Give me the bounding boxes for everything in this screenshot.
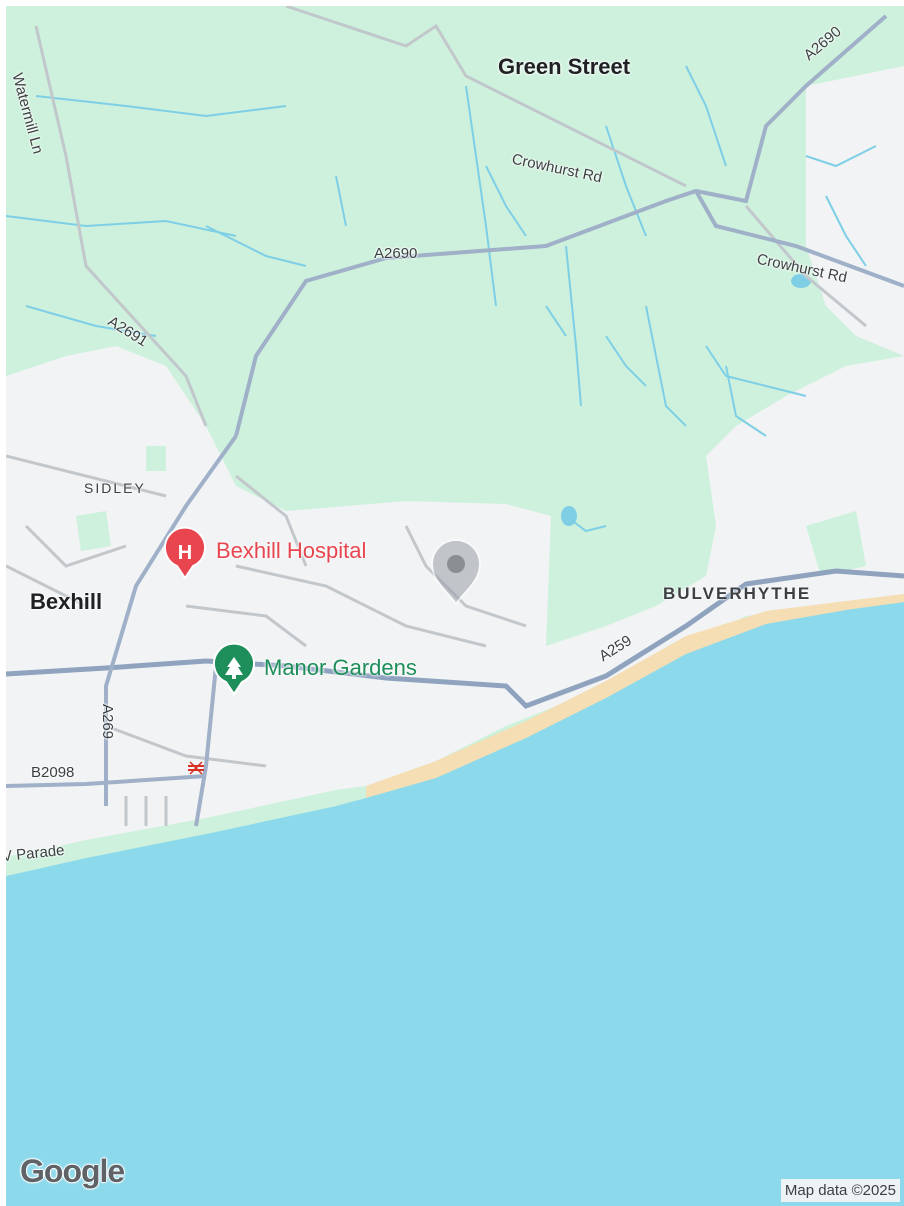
park-sidley [76,511,111,551]
svg-text:H: H [178,542,192,564]
map-attribution[interactable]: Map data ©2025 [780,1179,900,1202]
minor-roads [6,6,867,826]
beach-shore [6,786,366,876]
poi-label-manor-gardens[interactable]: Manor Gardens [264,655,417,680]
hospital-icon: H [164,526,206,580]
road-label-a2690: A2690 [374,245,418,262]
tree-icon [213,642,255,696]
park-green [146,446,166,471]
location-pin-icon [430,539,482,606]
district-label-sidley[interactable]: SIDLEY [84,480,146,496]
google-logo: Google [20,1153,125,1189]
place-label-green-street[interactable]: Green Street [498,54,631,79]
map-canvas[interactable]: H [6,6,904,1206]
major-roads [6,568,904,709]
pond [561,506,577,526]
rail-station-icon [188,761,204,775]
place-label-bexhill[interactable]: Bexhill [30,589,103,614]
urban-area-east [806,66,904,356]
road-label-b2098: B2098 [31,764,75,781]
road-label-a269: A269 [99,703,117,740]
sea [6,598,904,1206]
a-roads [6,14,904,827]
district-label-bulverhythe[interactable]: BULVERHYTHE [663,584,812,603]
park-hill [806,511,866,576]
poi-label-bexhill-hospital[interactable]: Bexhill Hospital [216,538,367,563]
beach [366,594,904,798]
streams [6,65,877,533]
map-view[interactable]: H Green Street Bexhill SIDLEY BULVERHYTH… [6,6,904,1206]
